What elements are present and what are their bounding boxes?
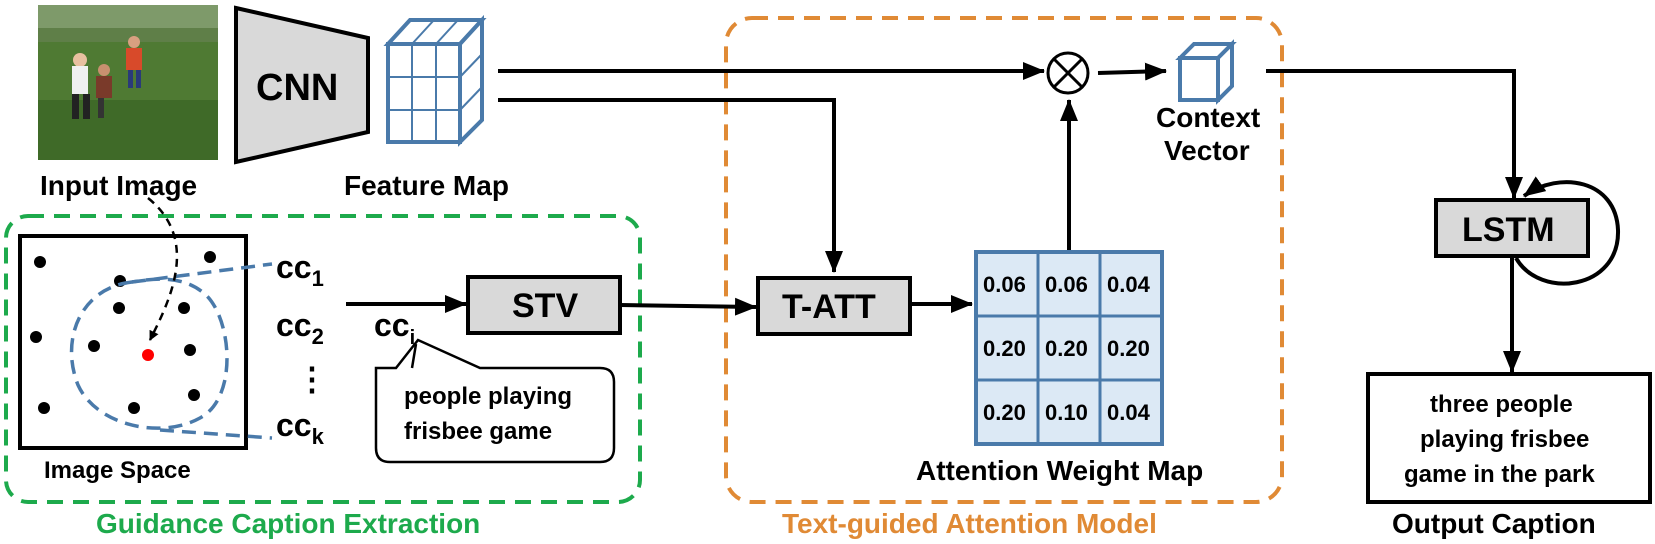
query-point — [142, 349, 154, 361]
lstm-recurrent-loop — [1514, 176, 1621, 286]
context-vector-icon — [1175, 39, 1237, 105]
lstm-label: LSTM — [1462, 211, 1555, 249]
cnn-label: CNN — [256, 67, 338, 109]
stv-box — [466, 275, 622, 335]
cck-label: cck — [276, 407, 325, 449]
context-vector-line2: Vector — [1164, 135, 1250, 166]
embedding-points — [30, 251, 216, 414]
tatt-box — [756, 276, 912, 336]
attention-weight-map-label: Attention Weight Map — [916, 455, 1203, 486]
weight-cell: 0.20 — [983, 400, 1026, 425]
cci-label: cci — [374, 307, 415, 349]
stv-label: STV — [512, 287, 578, 325]
guidance-caption-callout — [374, 338, 616, 464]
weight-cell: 0.20 — [983, 336, 1026, 361]
weight-cell: 0.10 — [1045, 400, 1088, 425]
multiply-to-context-arrow — [1097, 62, 1167, 81]
feature-map-label: Feature Map — [344, 170, 509, 201]
output-line2: playing frisbee — [1420, 426, 1589, 453]
tatt-label: T-ATT — [782, 288, 876, 326]
cnn-block — [234, 5, 370, 165]
input-image — [38, 5, 218, 160]
image-space-label: Image Space — [44, 457, 191, 484]
weight-cell: 0.06 — [1045, 272, 1088, 297]
weight-cell: 0.04 — [1107, 272, 1151, 297]
retrieval-arrow — [147, 197, 179, 341]
feature-map-icon — [383, 14, 487, 147]
lstm-box — [1434, 198, 1590, 258]
output-caption-box — [1366, 372, 1652, 504]
input-image-label: Input Image — [40, 170, 197, 201]
output-line1: three people — [1430, 391, 1573, 418]
callout-line2: frisbee game — [404, 418, 552, 445]
guidance-caption-extraction-title: Guidance Caption Extraction — [96, 508, 480, 539]
image-space-box — [18, 234, 248, 450]
weight-cell: 0.04 — [1107, 400, 1151, 425]
otimes-icon — [1046, 51, 1090, 95]
weight-cell: 0.06 — [983, 272, 1026, 297]
text-guided-attention-region — [724, 16, 1284, 504]
attention-weight-map — [974, 250, 1164, 446]
stv-to-tatt-arrow — [619, 297, 757, 316]
guidance-caption-extraction-region — [4, 214, 642, 504]
weight-cell: 0.20 — [1107, 336, 1150, 361]
output-line3: game in the park — [1404, 461, 1595, 488]
neighborhood-region — [69, 277, 229, 430]
output-caption-label: Output Caption — [1392, 508, 1596, 539]
feature-to-tatt-arrow — [498, 98, 843, 273]
cc1-label: cc1 — [276, 249, 324, 291]
weight-cell: 0.20 — [1045, 336, 1088, 361]
context-vector-line1: Context — [1156, 102, 1260, 133]
context-to-lstm-arrow — [1266, 69, 1523, 199]
callout-line1: people playing — [404, 383, 572, 410]
text-guided-attention-title: Text-guided Attention Model — [782, 508, 1157, 539]
cc2-label: cc2 — [276, 307, 324, 349]
ellipsis-label: ⋮ — [296, 361, 328, 397]
